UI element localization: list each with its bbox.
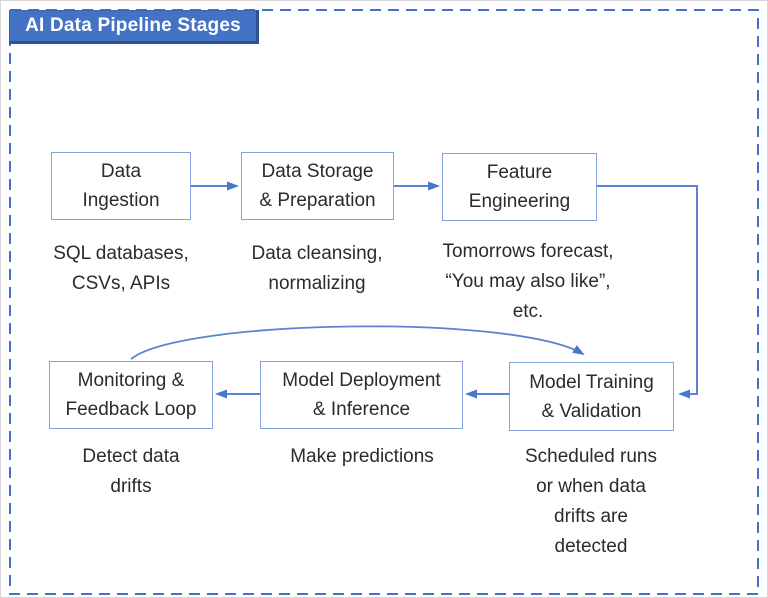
caption-model-training-validation: Scheduled runs or when data drifts are d… bbox=[524, 446, 658, 557]
caption-feature-engineering: Tomorrows forecast, “You may also like”,… bbox=[442, 241, 614, 322]
stage-box-monitoring-feedback-loop: Monitoring & Feedback Loop bbox=[49, 361, 213, 429]
connector-monitoring-feedback-curve-arrow bbox=[130, 325, 585, 360]
stage-box-data-ingestion: Data Ingestion bbox=[51, 152, 191, 220]
caption-data-storage-preparation: Data cleansing, normalizing bbox=[251, 243, 383, 294]
stage-box-data-storage-preparation: Data Storage & Preparation bbox=[241, 152, 394, 220]
caption-data-ingestion: SQL databases, CSVs, APIs bbox=[53, 243, 189, 294]
caption-monitoring-feedback-loop: Detect data drifts bbox=[82, 446, 180, 497]
stage-box-feature-engineering: Feature Engineering bbox=[442, 153, 597, 221]
caption-model-deployment-inference: Make predictions bbox=[290, 446, 434, 467]
stage-box-model-deployment-inference: Model Deployment & Inference bbox=[260, 361, 463, 429]
stage-box-model-training-validation: Model Training & Validation bbox=[509, 362, 674, 431]
diagram-title: AI Data Pipeline Stages bbox=[9, 10, 259, 44]
